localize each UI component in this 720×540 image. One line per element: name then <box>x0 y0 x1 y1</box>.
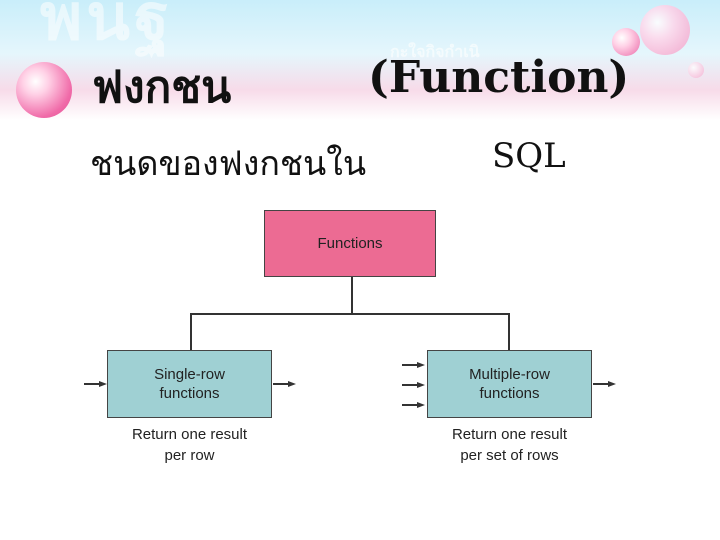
multiple-row-description: Return one result per set of rows <box>427 424 592 466</box>
pink-bubble-decoration <box>640 5 690 55</box>
multiple-row-output-arrowhead <box>608 381 616 387</box>
multiple-row-output-arrow-line <box>593 383 609 385</box>
multiple-row-input-arrow-line <box>402 364 418 366</box>
multiple-row-input-arrowhead <box>417 362 425 368</box>
slide-subtitle-english: SQL <box>492 136 566 176</box>
single-row-input-arrowhead <box>99 381 107 387</box>
pink-bubble-decoration <box>16 62 72 118</box>
single-row-output-arrow-line <box>273 383 289 385</box>
single-row-output-arrowhead <box>288 381 296 387</box>
multiple-row-functions-box: Multiple-row functions <box>427 350 592 418</box>
single-row-description-line1: Return one result <box>131 426 248 443</box>
single-row-label-line1: Single-row <box>154 366 225 383</box>
functions-root-box: Functions <box>264 210 436 277</box>
single-row-description: Return one result per row <box>107 424 272 466</box>
connector-right-vertical <box>508 313 510 350</box>
functions-root-label: Functions <box>317 235 383 252</box>
multiple-row-label-line1: Multiple-row <box>469 366 550 383</box>
pink-bubble-decoration <box>612 28 640 56</box>
multiple-row-input-arrow-line <box>402 404 418 406</box>
multiple-row-input-arrowhead <box>417 382 425 388</box>
connector-left-vertical <box>190 313 192 350</box>
single-row-functions-box: Single-row functions <box>107 350 272 418</box>
single-row-input-arrow-line <box>84 383 100 385</box>
single-row-label-line2: functions <box>159 385 220 402</box>
slide-subtitle-thai: ชนดของฟงกชนใน <box>90 144 367 184</box>
slide-title-thai: ฟงกชน <box>92 62 232 113</box>
multiple-row-input-arrowhead <box>417 402 425 408</box>
connector-root-vertical <box>351 277 353 314</box>
multiple-row-label-line2: functions <box>479 385 540 402</box>
multiple-row-input-arrow-line <box>402 384 418 386</box>
multiple-row-description-line2: per set of rows <box>460 447 559 464</box>
single-row-description-line2: per row <box>164 447 215 464</box>
header-band <box>0 0 720 120</box>
watermark-subtext: กะใจกิจกำเนิ <box>390 42 480 61</box>
multiple-row-description-line1: Return one result <box>451 426 568 443</box>
watermark-text: พนฐ <box>40 0 174 55</box>
pink-bubble-decoration <box>688 62 704 78</box>
connector-horizontal <box>190 313 510 315</box>
slide-title-english: (Function) <box>368 52 630 103</box>
